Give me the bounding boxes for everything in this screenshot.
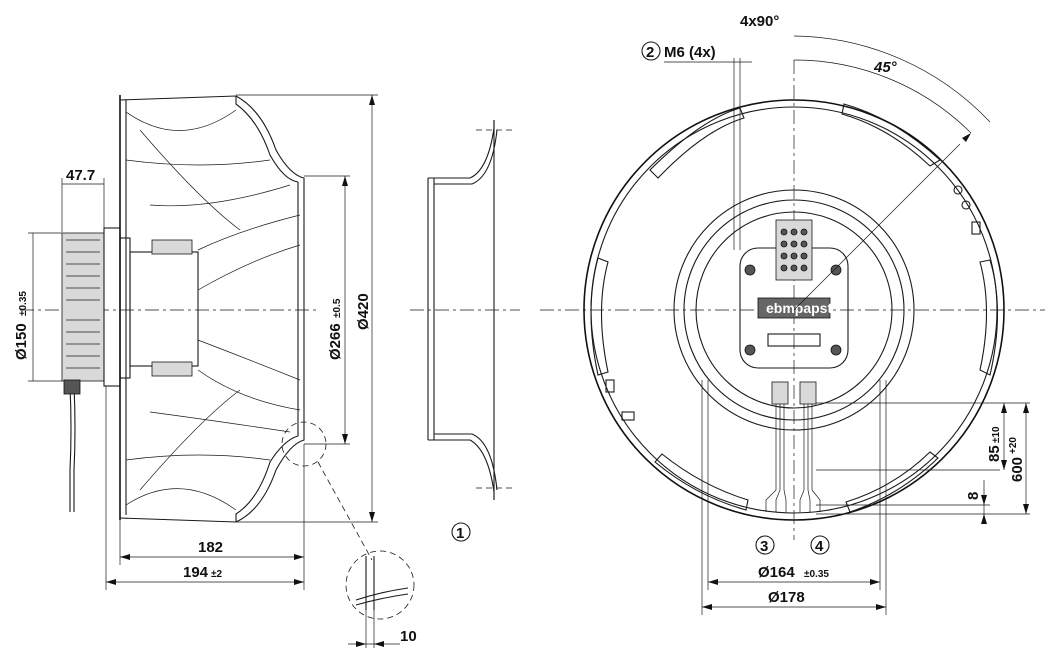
brand-plate [757,297,831,319]
dim-47-7: 47.7 [66,167,95,184]
dim-4x90: 4x90° [740,13,779,30]
motor-fins [66,239,100,369]
dim-10: 10 [400,628,417,645]
inlet-nozzle: 1 [410,120,520,542]
dim-dia-266: Ø266 [327,323,344,360]
motor-flange [103,227,121,387]
dim-dia-178: Ø178 [768,589,805,606]
dim-dia-164: Ø164 [758,564,795,581]
brand-label: ebmpapst [766,300,832,316]
front-view: ebmpapst 4x90° 45° [540,13,1045,615]
angle-arc-4x90 [793,35,991,123]
side-view: 47.7 Ø150 ±0.35 Ø266 ±0.5 Ø420 [13,94,417,648]
cable-gland-3 [771,381,789,405]
dim-85-tol: ±10 [991,426,1002,443]
dim-600-tol: +20 [1008,437,1019,454]
dim-85: 85 [986,445,1003,462]
callout-4 [810,535,830,555]
cables [765,404,821,512]
angle-arc-45 [793,59,972,134]
callout-4-label: 4 [815,538,824,555]
hub [129,251,199,367]
dim-dia-164-tol: ±0.35 [804,569,829,580]
outer-ring [583,99,1005,521]
detail-view [345,550,415,620]
dim-dia-150: Ø150 [13,323,30,360]
callout-1 [451,522,471,542]
cable-side [69,385,72,512]
dim-182: 182 [198,539,223,556]
callout-3-label: 3 [760,538,768,555]
dim-dia-150-tol: ±0.35 [18,291,29,316]
dim-194: 194 [183,564,209,581]
dim-8: 8 [965,492,982,500]
motor-body [61,232,105,382]
callout-1-label: 1 [456,525,464,542]
dim-dia-420: Ø420 [355,293,372,330]
dim-600: 600 [1009,457,1026,482]
dim-45: 45° [873,59,898,76]
callout-2-label: 2 [646,44,654,61]
blades [125,109,301,511]
cable-gland-4 [799,381,817,405]
dim-m6: M6 (4x) [664,44,716,61]
dim-dia-266-tol: ±0.5 [332,298,343,318]
outer-slots [590,103,998,513]
callout-2 [641,41,661,61]
dim-194-tol: ±2 [211,569,222,580]
callout-3 [755,535,775,555]
terminal-pins [780,228,808,272]
